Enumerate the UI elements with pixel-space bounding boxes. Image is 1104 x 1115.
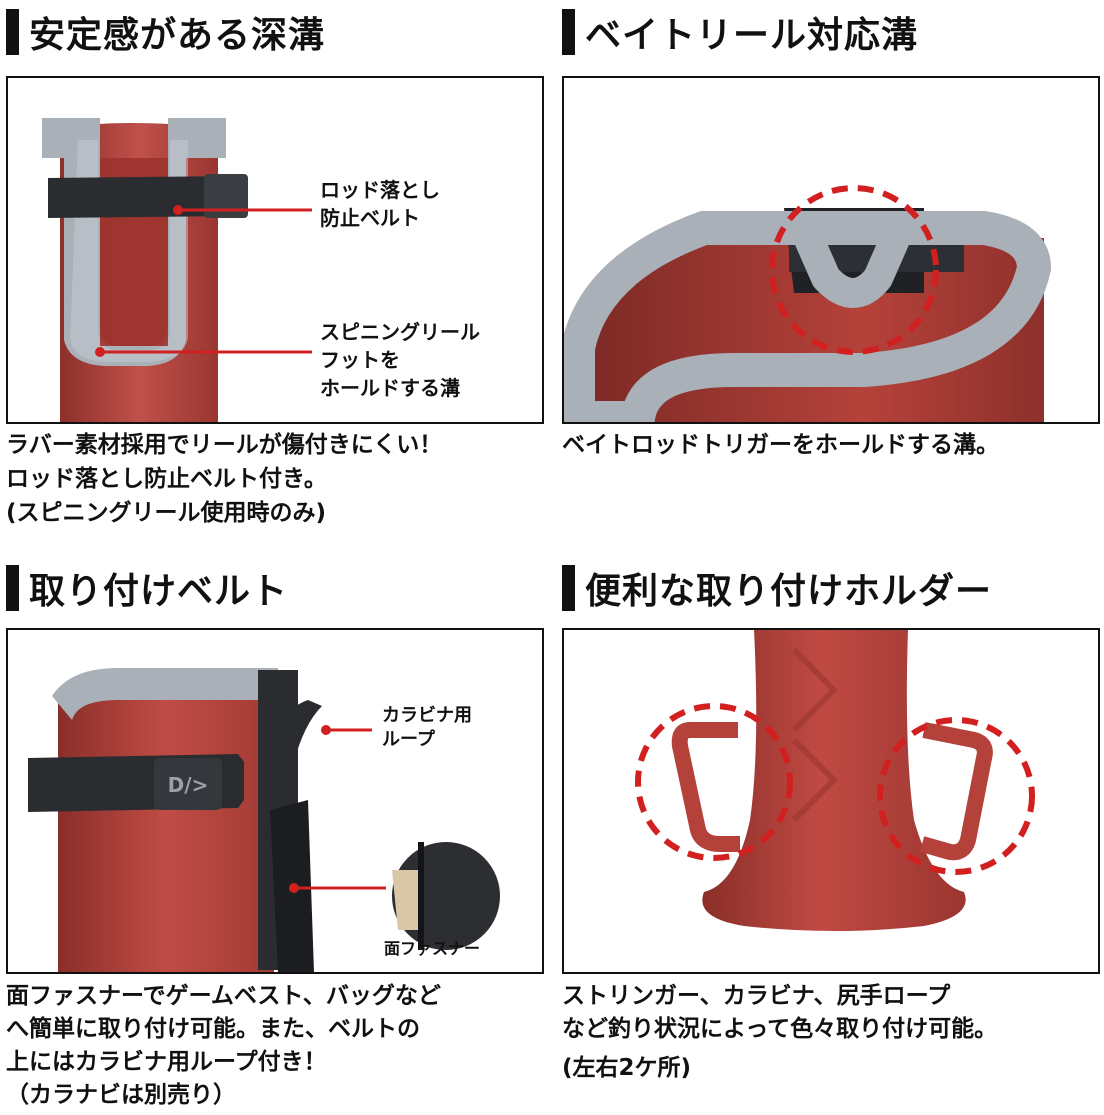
holder-bottom-photo — [635, 630, 1035, 931]
heading-bar — [562, 565, 575, 611]
heading-title: ベイトリール対応溝 — [585, 15, 919, 56]
heading-bar — [562, 9, 575, 55]
photo-frame: D/> カラビナ用 ループ 面ファスナー — [6, 628, 544, 974]
section-heading: 便利な取り付けホルダー — [562, 562, 992, 614]
highlight-circle-right — [877, 717, 1035, 875]
daiwa-logo-icon: D/> — [168, 773, 209, 797]
highlight-circle-left — [635, 703, 793, 861]
callout-loop-label: カラビナ用 ループ — [382, 705, 472, 750]
holder-side-photo — [42, 118, 312, 422]
callout-velcro-label: 面ファスナー — [384, 939, 481, 958]
section-caption: 面ファスナーでゲームベスト、バッグなど へ簡単に取り付け可能。また、ベルトの 上… — [6, 983, 441, 1108]
section-heading: ベイトリール対応溝 — [562, 6, 918, 58]
photo-frame — [562, 76, 1100, 424]
heading-title: 取り付けベルト — [29, 571, 289, 612]
holder-top-photo — [564, 185, 1052, 422]
section-mounting-holder: 便利な取り付けホルダー ストリンガー、カラビナ、尻手ロープ など釣り状況によって… — [562, 562, 1100, 1115]
section-caption: ストリンガー、カラビナ、尻手ロープ など釣り状況によって色々取り付け可能。 (左… — [562, 983, 998, 1081]
section-deep-groove: 安定感がある深溝 ロッド落とし 防止ベルト スピニングリール フ — [6, 6, 544, 526]
callout-belt-label: ロッド落とし 防止ベルト — [320, 178, 440, 230]
section-caption: ラバー素材採用でリールが傷付きにくい！ ロッド落とし防止ベルト付き。 (スピニン… — [6, 432, 443, 526]
highlight-circle — [769, 185, 939, 355]
section-baitreel-groove: ベイトリール対応溝 ベイトロッドトリガーをホールドする溝。 — [562, 6, 1100, 526]
photo-frame: ロッド落とし 防止ベルト スピニングリール フットを ホールドする溝 — [6, 76, 544, 424]
section-heading: 取り付けベルト — [6, 562, 288, 614]
holder-belt-photo: D/> — [28, 668, 504, 972]
heading-title: 便利な取り付けホルダー — [585, 571, 993, 612]
section-mounting-belt: 取り付けベルト D/> カラビナ用 ルー — [6, 562, 544, 1115]
heading-bar — [6, 9, 19, 55]
photo-frame — [562, 628, 1100, 974]
heading-title: 安定感がある深溝 — [29, 15, 326, 56]
heading-bar — [6, 565, 19, 611]
section-heading: 安定感がある深溝 — [6, 6, 325, 58]
section-caption: ベイトロッドトリガーをホールドする溝。 — [562, 432, 999, 458]
callout-groove-label: スピニングリール フットを ホールドする溝 — [320, 320, 480, 400]
